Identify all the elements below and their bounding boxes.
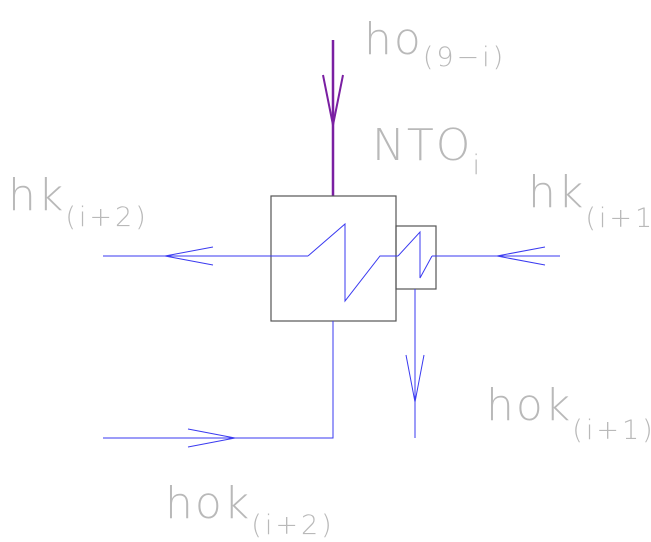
- drain-cooler-box: [395, 225, 437, 290]
- drain-inlet-line: [103, 321, 334, 448]
- feedwater-outlet-label: hk(i+2): [8, 170, 149, 233]
- feedwater-inlet-label: hk(i+1): [528, 167, 651, 234]
- feedwater-line: [103, 222, 560, 303]
- steam-inlet-label: ho(9−i): [364, 14, 506, 73]
- drain-outlet-line: [405, 289, 425, 438]
- drain-inlet-label: hok(i+2): [165, 478, 335, 541]
- drain-outlet-label: hok(i+1): [486, 380, 651, 446]
- heater-name-label: NTOi: [372, 120, 483, 181]
- steam-inlet-arrow: [322, 40, 344, 196]
- heater-box: [270, 195, 397, 322]
